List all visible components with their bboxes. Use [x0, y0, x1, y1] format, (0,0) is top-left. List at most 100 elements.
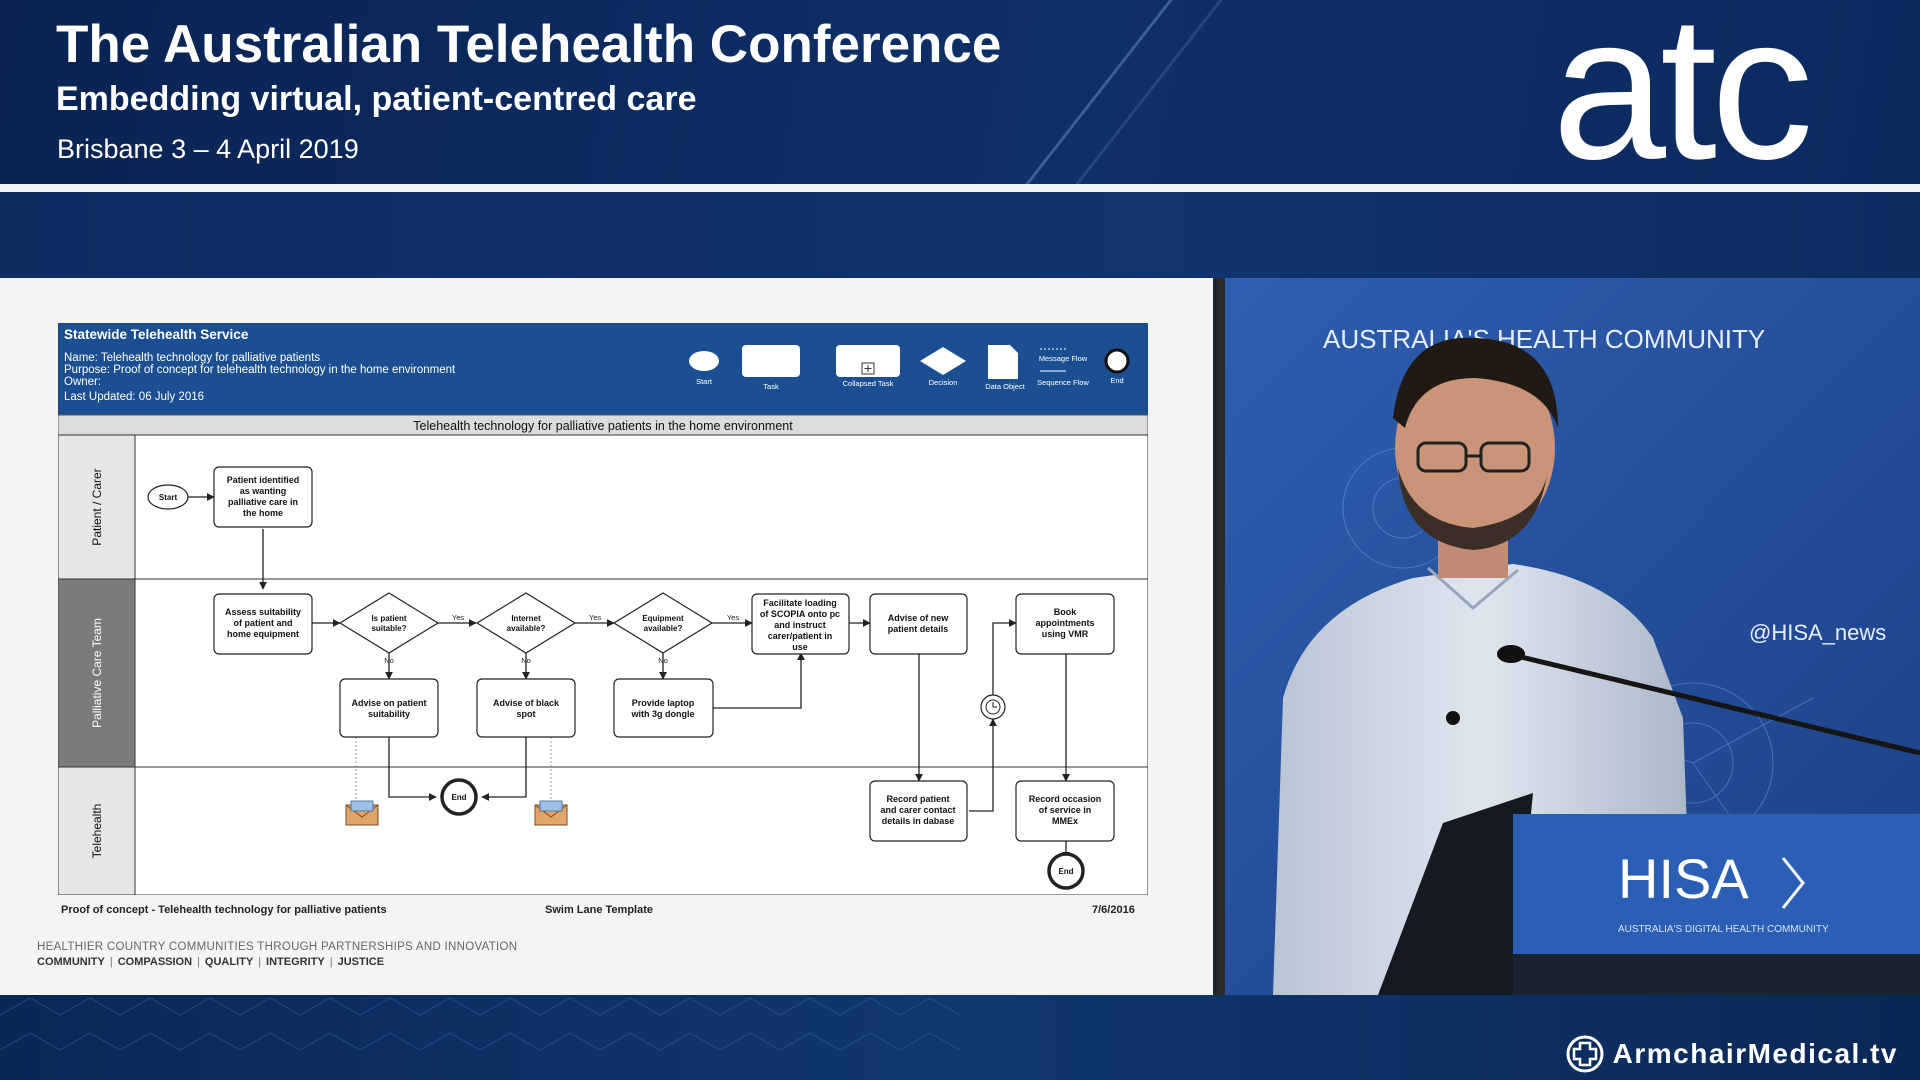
lane-label-telehealth: Telehealth: [90, 804, 104, 859]
diagram-meta-owner: Owner:: [64, 376, 101, 388]
podium: HISA AUSTRALIA'S DIGITAL HEALTH COMMUNIT…: [1378, 793, 1920, 995]
end-event: [1047, 852, 1085, 890]
process-title: Telehealth technology for palliative pat…: [413, 419, 793, 433]
diagram-footer-center: Swim Lane Template: [545, 904, 653, 916]
start-label: Start: [159, 493, 178, 502]
legend-start-shape: [689, 351, 719, 371]
collapsed-plus-icon: [864, 365, 872, 372]
banner-decoration: [999, 0, 1224, 184]
legend-data-object-shape: [988, 345, 1018, 379]
decision-equipment-available: [612, 592, 714, 654]
podium-logo: HISA: [1618, 847, 1749, 910]
swimlane-diagram: Statewide Telehealth Service Name: Teleh…: [58, 323, 1148, 895]
chevron-right-icon: [1781, 857, 1805, 909]
node-text: and carer contact: [880, 805, 955, 815]
conference-title: The Australian Telehealth Conference: [56, 15, 1002, 74]
conference-banner: The Australian Telehealth Conference Emb…: [0, 0, 1920, 184]
envelope-icon: [534, 800, 568, 826]
task-record-contact: [869, 780, 968, 842]
atc-logo: atc: [1552, 0, 1815, 175]
legend-end-label: End: [1110, 376, 1123, 385]
medical-cross-icon: [1566, 1035, 1604, 1073]
node-text: as wanting: [240, 486, 287, 496]
node-text: details in dabase: [882, 816, 955, 826]
end-label: End: [451, 793, 466, 802]
node-text: patient details: [888, 624, 949, 634]
node-text: Book: [1054, 607, 1077, 617]
node-text: Provide laptop: [632, 698, 695, 708]
podium-subtitle: AUSTRALIA'S DIGITAL HEALTH COMMUNITY: [1618, 924, 1829, 935]
node-text: of service in: [1039, 805, 1092, 815]
speaker-scene: AUSTRALIA'S HEALTH COMMUNITY @HISA_news: [1213, 278, 1920, 995]
end-label: End: [1058, 867, 1073, 876]
legend-task-shape: [742, 345, 800, 377]
flow-suit-end: [388, 737, 437, 801]
brand-name: ArmchairMedical.tv: [1612, 1038, 1898, 1069]
legend-end-shape: [1104, 348, 1130, 374]
lane-label-patient: Patient / Carer: [90, 468, 104, 545]
decision-patient-suitable: [338, 592, 440, 654]
node-text: appointments: [1035, 618, 1094, 628]
flow-black-end: [481, 737, 527, 801]
task-patient-identified: [213, 466, 313, 528]
task-provide-laptop: [613, 678, 714, 738]
node-text: Advise of new: [888, 613, 950, 623]
diagram-header: [58, 323, 1148, 416]
lane-header-palliative: [58, 578, 136, 768]
speaker-camera-feed: AUSTRALIA'S HEALTH COMMUNITY @HISA_news: [1213, 278, 1920, 995]
node-text: spot: [517, 709, 536, 719]
node-text: suitability: [368, 709, 410, 719]
node-text: Facilitate loading: [763, 598, 837, 608]
flow-record-timer: [969, 718, 997, 812]
legend-collapsed-task-label: Collapsed Task: [843, 379, 894, 388]
lane-header-telehealth: [58, 766, 136, 895]
presentation-slide: Statewide Telehealth Service Name: Teleh…: [0, 278, 1213, 995]
node-text: Equipment: [642, 614, 684, 623]
task-assess-suitability: [213, 593, 313, 655]
node-text: suitable?: [371, 624, 406, 633]
conference-date: Brisbane 3 – 4 April 2019: [57, 134, 359, 164]
node-text: Advise on patient: [351, 698, 426, 708]
diagram-header-title: Statewide Telehealth Service: [64, 327, 249, 342]
banner-divider: [0, 184, 1920, 192]
value-item: INTEGRITY: [266, 956, 325, 968]
diagram-meta-purpose: Purpose: Proof of concept for telehealth…: [64, 364, 456, 376]
feed-divider: [1213, 278, 1217, 995]
node-text: available?: [644, 624, 683, 633]
legend-message-flow-label: Message Flow: [1039, 354, 1088, 363]
diagram-shapes: [147, 466, 1115, 890]
legend-task-label: Task: [763, 382, 779, 391]
envelope-icon: [345, 800, 379, 826]
slide-tagline: HEALTHIER COUNTRY COMMUNITIES THROUGH PA…: [37, 941, 518, 953]
armchair-medical-brand: ArmchairMedical.tv: [1565, 1034, 1898, 1074]
node-text: Is patient: [371, 614, 406, 623]
node-text: Advise of black: [493, 698, 560, 708]
flow-label-no: No: [384, 656, 394, 665]
diagram-legend: Start Task Collapsed Task Decision Data …: [689, 345, 1130, 391]
flow-label-yes: Yes: [452, 613, 464, 622]
node-text: available?: [507, 624, 546, 633]
node-text: of patient and: [234, 618, 293, 628]
task-record-occasion: [1015, 780, 1115, 842]
conference-subtitle: Embedding virtual, patient-centred care: [56, 80, 697, 118]
task-advise-black-spot: [476, 678, 576, 738]
backdrop-twitter-handle: @HISA_news: [1749, 620, 1886, 645]
node-text: Internet: [511, 614, 541, 623]
atc-logo-text: atc: [1552, 0, 1809, 175]
diagram-meta-updated: Last Updated: 06 July 2016: [64, 391, 204, 403]
legend-decision-label: Decision: [929, 378, 958, 387]
value-item: QUALITY: [204, 956, 254, 968]
start-event: [147, 484, 189, 510]
legend-data-object-label: Data Object: [985, 382, 1026, 391]
node-text: use: [792, 642, 808, 652]
diagram-meta-name: Name: Telehealth technology for palliati…: [64, 352, 320, 364]
flow-timer-book: [992, 619, 1017, 695]
flow-label-no: No: [521, 656, 531, 665]
slide-values: COMMUNITY|COMPASSION|QUALITY|INTEGRITY|J…: [37, 956, 385, 968]
task-book-appointments: [1015, 593, 1115, 655]
lane-header-patient: [58, 434, 136, 580]
node-text: of SCOPIA onto pc: [760, 609, 840, 619]
decision-internet-available: [475, 592, 577, 654]
timer-icon: [985, 699, 1001, 715]
task-advise-suitability: [339, 678, 439, 738]
